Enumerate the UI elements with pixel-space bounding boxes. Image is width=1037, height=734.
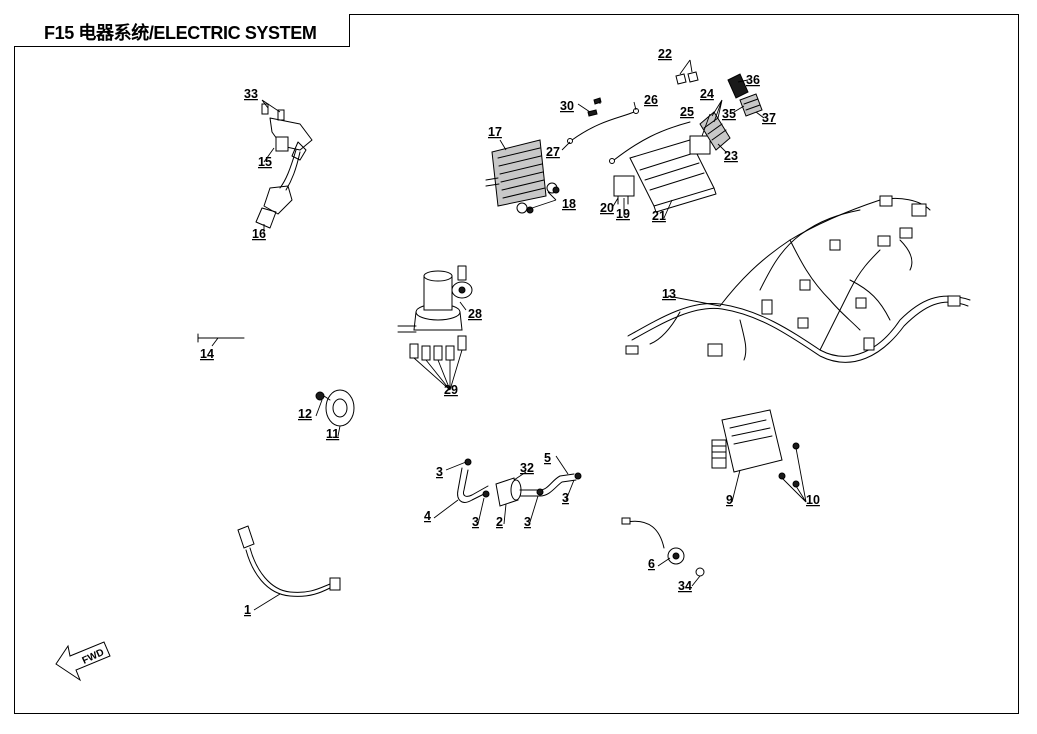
ecu-relay-parts <box>613 71 763 213</box>
oxygen-sensor-part <box>237 525 341 597</box>
callout-34: 34 <box>678 579 692 593</box>
callout-6: 6 <box>648 557 655 571</box>
title-box: F15 电器系统/ELECTRIC SYSTEM <box>14 14 350 47</box>
callout-9: 9 <box>726 493 733 507</box>
callout-25: 25 <box>680 105 694 119</box>
callout-3c: 3 <box>524 515 531 529</box>
callout-3a: 3 <box>436 465 443 479</box>
callout-4: 4 <box>424 509 431 523</box>
callout-16: 16 <box>252 227 266 241</box>
callout-2: 2 <box>496 515 503 529</box>
page-title: F15 电器系统/ELECTRIC SYSTEM <box>44 23 317 43</box>
callout-21: 21 <box>652 209 666 223</box>
fuel-pump-part <box>397 265 473 361</box>
callout-19: 19 <box>616 207 630 221</box>
callout-numbers: 33 15 16 17 18 30 27 26 22 25 24 36 35 3… <box>200 47 820 617</box>
hose-assembly-part <box>457 458 582 507</box>
callout-3b: 3 <box>472 515 479 529</box>
callout-36: 36 <box>746 73 760 87</box>
callout-5: 5 <box>544 451 551 465</box>
callout-18: 18 <box>562 197 576 211</box>
callout-3d: 3 <box>562 491 569 505</box>
callout-30: 30 <box>560 99 574 113</box>
ecu-part <box>711 409 800 488</box>
callout-1: 1 <box>244 603 251 617</box>
callout-11: 11 <box>326 427 339 441</box>
callout-37: 37 <box>762 111 776 125</box>
callout-13: 13 <box>662 287 676 301</box>
callout-32: 32 <box>520 461 534 475</box>
regulator-rectifier-part <box>485 139 560 214</box>
rod-part <box>197 333 245 343</box>
forward-direction-arrow: FWD <box>55 641 111 682</box>
main-wire-harness-part <box>625 195 971 363</box>
callout-26: 26 <box>644 93 658 107</box>
callout-10: 10 <box>806 493 820 507</box>
callout-20: 20 <box>600 201 614 215</box>
callout-23: 23 <box>724 149 738 163</box>
callout-12: 12 <box>298 407 312 421</box>
callout-24: 24 <box>700 87 714 101</box>
ignition-coil-part <box>255 103 313 229</box>
callout-22: 22 <box>658 47 672 61</box>
horn-part <box>315 389 355 427</box>
callout-28: 28 <box>468 307 482 321</box>
leader-lines <box>211 59 807 611</box>
callout-27: 27 <box>546 145 560 159</box>
callout-33: 33 <box>244 87 258 101</box>
speed-sensor-part <box>621 517 705 577</box>
callout-35: 35 <box>722 107 736 121</box>
callout-14: 14 <box>200 347 214 361</box>
wire-leads-part <box>567 97 691 164</box>
callout-15: 15 <box>258 155 272 169</box>
callout-17: 17 <box>488 125 502 139</box>
drawing-frame <box>14 14 1019 714</box>
callout-29: 29 <box>444 383 458 397</box>
